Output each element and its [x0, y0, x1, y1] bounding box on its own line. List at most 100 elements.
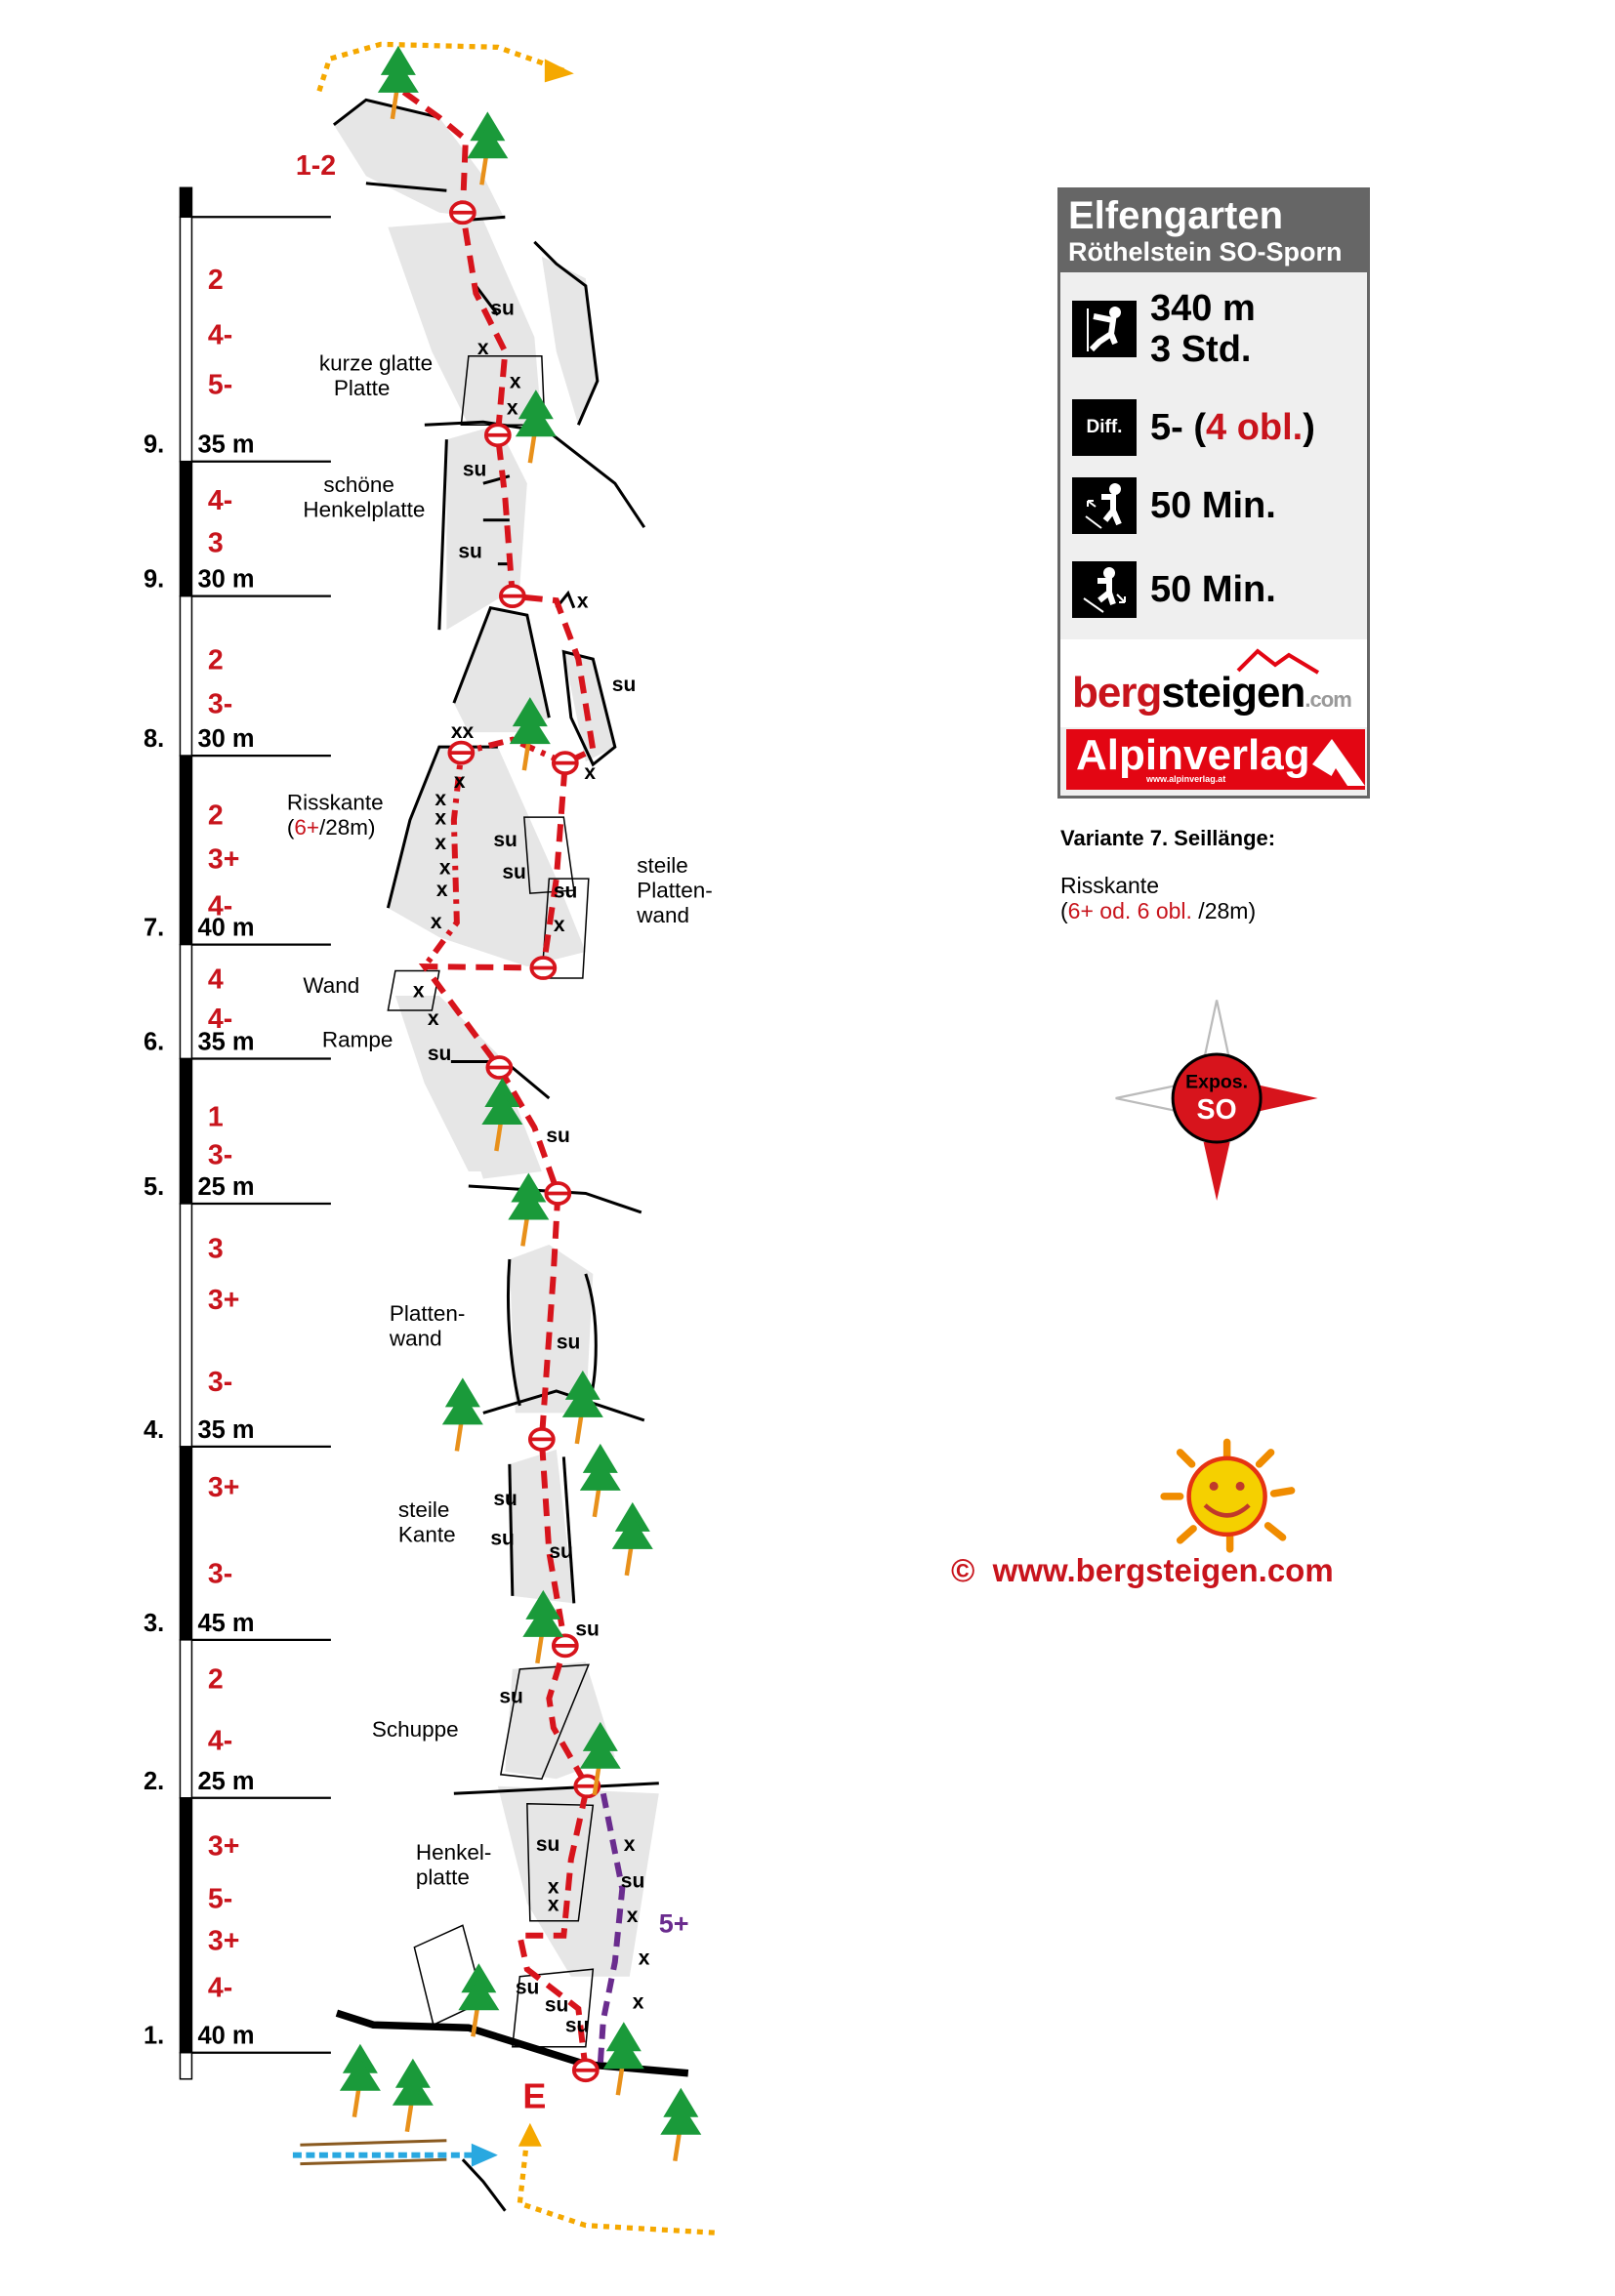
belay-station-icon: [551, 751, 579, 775]
label-henkelplatte-1: Henkel-: [416, 1840, 491, 1865]
scale-segment: [179, 1446, 193, 1641]
variant-name: Risskante: [1060, 873, 1159, 898]
route-mark-sloper: su: [536, 1833, 560, 1856]
pitch-number: 1.: [144, 2023, 164, 2050]
pitch-number: 3.: [144, 1610, 164, 1637]
belay-stations: [447, 200, 601, 2083]
label-risskante: Risskante: [287, 791, 384, 815]
route-mark-sloper: su: [493, 1488, 518, 1510]
approach-hiker-icon: [1072, 477, 1137, 534]
pitch-grade: 4-: [208, 320, 232, 351]
tree-icon: [508, 1172, 550, 1247]
tree-icon: [522, 1589, 564, 1664]
compass-direction: SO: [1197, 1094, 1237, 1126]
variant-heading: Variante 7. Seillänge:: [1060, 826, 1276, 850]
route-mark-bolt: x: [584, 761, 596, 784]
tree-icon: [339, 2043, 381, 2118]
route-mark-sloper: su: [428, 1043, 451, 1065]
route-mark-bolt: x: [428, 1007, 439, 1030]
tree-icon: [602, 2022, 644, 2096]
scale-segment: [179, 2051, 193, 2080]
scale-segment: [179, 460, 193, 597]
route-mark-sloper: su: [516, 1977, 540, 1999]
label-henkelplatte-2: platte: [416, 1865, 470, 1889]
pitch-grade: 3+: [208, 1472, 239, 1503]
belay-station-icon: [527, 1427, 556, 1452]
belay-station-icon: [448, 200, 476, 226]
feature-labels: kurze glatte Platte schöne Henkelplatte …: [287, 351, 713, 2116]
route-mark-bolt: x: [435, 788, 446, 810]
approach-path-bottom: [517, 2137, 715, 2235]
tree-icon: [392, 2058, 434, 2133]
route-mark-sloper: su: [546, 1125, 570, 1147]
route-mark-double_bolt: xx: [451, 720, 475, 743]
pitch-grade: 2: [208, 265, 224, 296]
route-height: 340 m: [1150, 288, 1256, 329]
pitch-grade: 3-: [208, 1558, 232, 1589]
route-mark-bolt: x: [548, 1875, 559, 1898]
label-steile-plattenwand-1: steile: [637, 853, 688, 878]
label-kurze-glatte-platte-1: kurze glatte: [319, 351, 433, 376]
route-mark-sloper: su: [499, 1685, 522, 1707]
route-mark-bolt: x: [431, 911, 442, 933]
label-steile-plattenwand-3: wand: [636, 903, 689, 927]
route-mark-bolt: x: [477, 337, 489, 359]
pitch-length: 45 m: [197, 1610, 254, 1637]
main-route-line: [396, 85, 597, 2071]
route-mark-sloper: su: [621, 1869, 645, 1892]
approach-arrow-top: [544, 59, 574, 83]
tree-icon: [481, 1078, 523, 1152]
route-title: Elfengarten: [1068, 194, 1284, 237]
label-steile-plattenwand-2: Platten-: [637, 879, 713, 903]
tree-icon: [660, 2087, 702, 2162]
pitch-grade: 3+: [208, 1926, 239, 1957]
bergsteigen-logo: bergsteigen.com: [1060, 639, 1367, 727]
pitch-scale-bar: [179, 186, 193, 2080]
scale-segment: [179, 186, 193, 219]
scale-segment: [179, 1203, 193, 1448]
route-mark-bolt: x: [548, 1893, 559, 1915]
scale-segment: [179, 943, 193, 1060]
pitch-length: 35 m: [197, 431, 254, 459]
scale-segment: [179, 216, 193, 463]
pitch-grade: 3-: [208, 1367, 232, 1398]
tree-icon: [441, 1377, 483, 1452]
route-mark-bolt: x: [627, 1905, 639, 1927]
belay-station-icon: [529, 956, 558, 980]
water-arrow: [471, 2143, 498, 2167]
approach-time: 50 Min.: [1150, 485, 1276, 526]
website-link[interactable]: www.bergsteigen.com: [992, 1552, 1334, 1588]
pitch-grade: 5-: [208, 370, 232, 401]
pitch-length: 40 m: [197, 915, 254, 942]
route-mark-bolt: x: [554, 914, 565, 936]
label-rampe: Rampe: [322, 1028, 393, 1052]
scale-segment: [179, 1057, 193, 1205]
compass: Expos. SO: [1115, 1000, 1318, 1201]
route-mark-bolt: x: [435, 832, 446, 854]
alpinverlag-logo: Alpinverlag www.alpinverlag.at: [1066, 729, 1365, 790]
route-mark-sloper: su: [565, 2015, 590, 2037]
route-mark-bolt: x: [633, 1991, 644, 2014]
route-mark-sloper: su: [575, 1618, 600, 1640]
route-marks: suxxxsusuxsuxxxxxxxxxxsususuxxxsusususus…: [413, 298, 650, 2037]
pitch-grade: 3: [208, 1233, 224, 1264]
pitch-grade: 5-: [208, 1883, 232, 1914]
pitch-grade: 1: [208, 1102, 224, 1133]
tree-icon: [377, 45, 419, 120]
belay-station-icon: [551, 1633, 579, 1659]
belay-station-icon: [485, 1055, 514, 1080]
belay-station-icon: [483, 423, 512, 448]
pitch-length: 30 m: [197, 566, 254, 594]
route-mark-sloper: su: [554, 881, 578, 903]
route-mark-bolt: x: [436, 879, 448, 901]
tree-icon: [458, 1963, 500, 2037]
difficulty-icon: Diff.: [1072, 399, 1137, 456]
pitch-grade: 4-: [208, 891, 232, 922]
scale-segment: [179, 1639, 193, 1799]
website-footer: © www.bergsteigen.com: [951, 1552, 1334, 1589]
route-mark-sloper: su: [557, 1331, 581, 1353]
pitch-grade: 4: [208, 964, 224, 996]
compass-label: Expos.: [1185, 1072, 1248, 1093]
route-mark-sloper: su: [493, 829, 518, 851]
route-mark-bolt: x: [439, 857, 451, 880]
